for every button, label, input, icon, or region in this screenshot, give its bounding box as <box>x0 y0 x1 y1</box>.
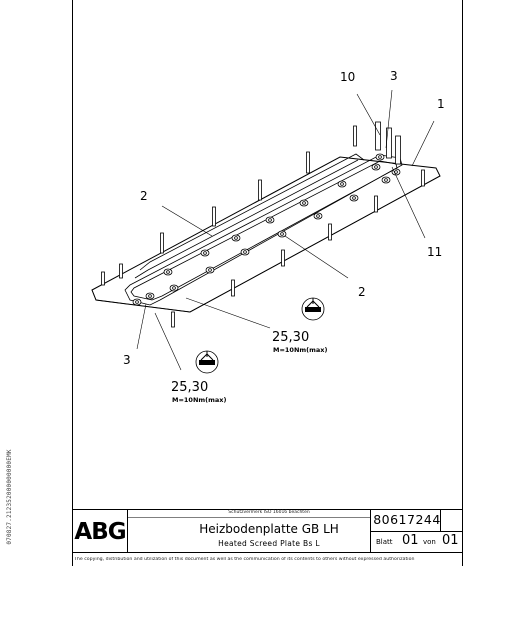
sheet-frame <box>72 0 463 566</box>
torque-symbol-right <box>301 297 325 321</box>
callout-3-top: 3 <box>390 69 398 83</box>
screw-center <box>316 214 320 218</box>
sheet-number: 01 <box>402 533 419 548</box>
stud-bolt <box>119 263 123 279</box>
screw-center <box>378 155 382 159</box>
torque-spec-right: M=10Nm(max) <box>273 346 327 354</box>
screw-center <box>268 218 272 222</box>
stud-bolt <box>101 271 105 286</box>
stud-bolt <box>258 179 262 201</box>
screw-center <box>135 300 139 304</box>
screw-center <box>234 236 238 240</box>
stud-bolt <box>231 279 235 297</box>
sheet-label: Blatt <box>376 538 393 546</box>
leader-lines <box>136 89 435 371</box>
callout-11: 11 <box>427 245 442 259</box>
callout-1: 1 <box>437 97 445 111</box>
stud-bolt <box>353 125 357 147</box>
fasteners <box>101 121 425 328</box>
callout-2-left: 2 <box>140 189 148 203</box>
stud-bolt <box>160 232 164 254</box>
screw-center <box>280 232 284 236</box>
torque-value-right: 25,30 <box>272 330 309 345</box>
screw-center <box>166 270 170 274</box>
screw-center <box>340 182 344 186</box>
copyright-note: The copying, distribution and utilizatio… <box>74 557 415 562</box>
side-document-code: 070827.212352000000000EMK <box>6 449 13 545</box>
stud-bolt <box>421 169 425 187</box>
screw-center <box>352 196 356 200</box>
callout-3-left: 3 <box>123 353 131 367</box>
callout-10: 10 <box>340 70 355 84</box>
torque-value-left: 25,30 <box>171 380 208 395</box>
torque-spec-left: M=10Nm(max) <box>172 396 226 404</box>
sheet-total: 01 <box>442 533 459 548</box>
abg-logo: ABG <box>74 519 126 545</box>
part-number: 80617244 <box>373 512 441 527</box>
stud-bolt <box>281 249 285 267</box>
screw-center <box>203 251 207 255</box>
terminal-post <box>386 127 392 159</box>
screw-center <box>302 201 306 205</box>
drawing-title-en: Heated Screed Plate Bs L <box>218 539 320 548</box>
screw-center <box>243 250 247 254</box>
stud-bolt <box>306 151 310 174</box>
of-label: von <box>423 538 436 546</box>
stud-bolt <box>171 311 175 328</box>
screw-center <box>172 286 176 290</box>
screw-center <box>148 294 152 298</box>
terminal-post <box>375 121 381 151</box>
drawing-title-de: Heizbodenplatte GB LH <box>199 522 339 536</box>
stud-bolt <box>374 195 378 213</box>
screw-center <box>374 165 378 169</box>
stud-bolt <box>212 206 216 227</box>
torque-symbol-left <box>195 350 219 374</box>
screw-center <box>208 268 212 272</box>
protection-note: Schutzvermerk ISO 16016 beachten <box>228 510 310 515</box>
screw-center <box>384 178 388 182</box>
stud-bolt <box>328 223 332 241</box>
callout-2-right: 2 <box>358 285 366 299</box>
terminal-post <box>395 135 401 165</box>
drawing-sheet: 10 3 1 2 11 2 3 25,30 M=10Nm(max) 25,30 … <box>72 0 463 566</box>
